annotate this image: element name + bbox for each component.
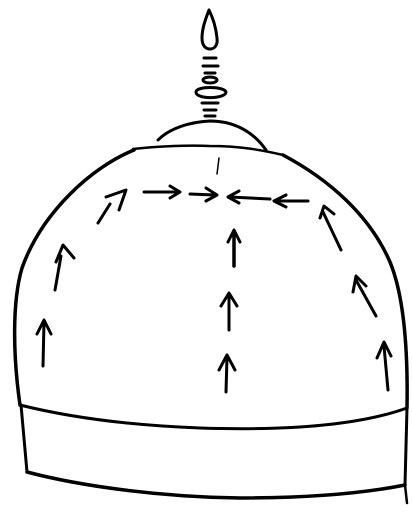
arrow-top-4 [274, 195, 308, 207]
arrow-right-2 [353, 276, 376, 316]
arrow-top-1 [144, 186, 180, 198]
cap-base-line [133, 146, 283, 155]
arrow-left-2 [55, 245, 74, 290]
arrow-left-3 [98, 190, 126, 223]
top-arrows [144, 186, 308, 207]
arrow-right-1 [320, 206, 341, 250]
right-arrows [320, 206, 391, 390]
dome-outline [15, 150, 408, 408]
arrow-center-3 [219, 355, 235, 392]
arrow-top-3 [228, 191, 270, 203]
arrow-center-1 [228, 230, 240, 266]
finial [196, 10, 226, 116]
arrow-center-2 [221, 293, 237, 330]
dome-base-line [20, 405, 407, 429]
arrow-left-1 [37, 320, 51, 366]
arrow-top-2 [190, 188, 217, 201]
arrow-right-3 [377, 342, 391, 390]
center-tick [217, 158, 219, 174]
drum [21, 405, 407, 503]
center-arrows [219, 230, 240, 392]
